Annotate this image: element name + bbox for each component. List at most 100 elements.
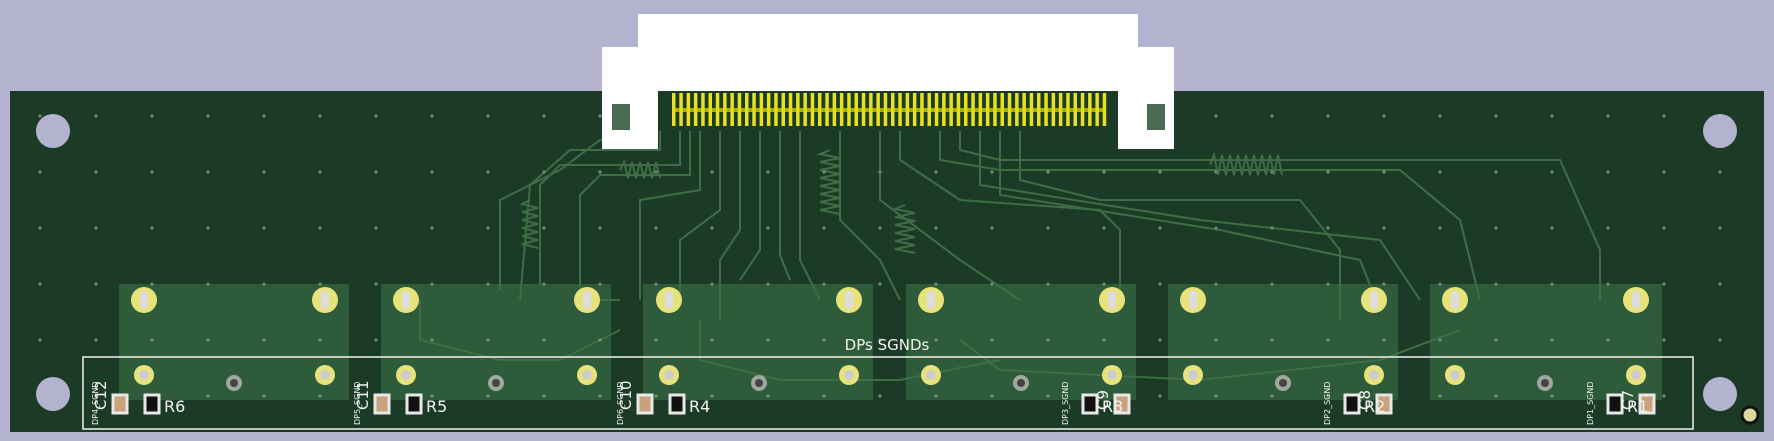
via bbox=[38, 170, 42, 174]
via bbox=[1046, 170, 1050, 174]
via bbox=[318, 282, 322, 286]
via bbox=[38, 114, 42, 118]
capacitor-label: C9 bbox=[1094, 390, 1112, 410]
via bbox=[1158, 394, 1162, 398]
net-label: DP5_SGND bbox=[353, 382, 362, 426]
via bbox=[1550, 170, 1554, 174]
via bbox=[318, 394, 322, 398]
via bbox=[1662, 226, 1666, 230]
via bbox=[1438, 114, 1442, 118]
via bbox=[150, 114, 154, 118]
via bbox=[430, 394, 434, 398]
via bbox=[1158, 338, 1162, 342]
net-label: DP6_SGND bbox=[616, 382, 625, 426]
via bbox=[374, 338, 378, 342]
via bbox=[1438, 226, 1442, 230]
via bbox=[1550, 114, 1554, 118]
ffc-connector bbox=[602, 14, 1174, 149]
via bbox=[94, 282, 98, 286]
via bbox=[1046, 338, 1050, 342]
pad-hole bbox=[927, 291, 935, 309]
via bbox=[598, 170, 602, 174]
via bbox=[990, 394, 994, 398]
via bbox=[710, 338, 714, 342]
via bbox=[1662, 394, 1666, 398]
via bbox=[878, 226, 882, 230]
resistor-label: R1 bbox=[1627, 397, 1648, 416]
via bbox=[318, 226, 322, 230]
via bbox=[1494, 338, 1498, 342]
via bbox=[1382, 338, 1386, 342]
resistor bbox=[1606, 393, 1624, 415]
via bbox=[654, 282, 658, 286]
via bbox=[94, 226, 98, 230]
silkscreen-group-outline bbox=[82, 356, 1694, 430]
pad-hole bbox=[844, 370, 854, 380]
via bbox=[94, 114, 98, 118]
via bbox=[1550, 282, 1554, 286]
via bbox=[150, 282, 154, 286]
via bbox=[542, 114, 546, 118]
via bbox=[430, 338, 434, 342]
via bbox=[654, 338, 658, 342]
via bbox=[1662, 338, 1666, 342]
via-hole bbox=[1017, 379, 1025, 387]
via bbox=[934, 394, 938, 398]
group-label: DPs SGNDs bbox=[845, 336, 930, 354]
via bbox=[878, 170, 882, 174]
resistor-label: R2 bbox=[1364, 397, 1385, 416]
via bbox=[206, 394, 210, 398]
via bbox=[598, 338, 602, 342]
capacitor bbox=[111, 393, 129, 415]
resistor-label: R4 bbox=[689, 397, 710, 416]
via bbox=[1494, 114, 1498, 118]
via bbox=[318, 338, 322, 342]
via bbox=[1102, 170, 1106, 174]
via bbox=[990, 338, 994, 342]
via bbox=[1046, 394, 1050, 398]
via bbox=[766, 338, 770, 342]
via bbox=[1270, 338, 1274, 342]
via bbox=[430, 282, 434, 286]
via bbox=[206, 282, 210, 286]
fiducial-marker bbox=[1740, 405, 1760, 425]
capacitor bbox=[373, 393, 391, 415]
via bbox=[318, 170, 322, 174]
via bbox=[1382, 282, 1386, 286]
via bbox=[598, 394, 602, 398]
pad-hole bbox=[845, 291, 853, 309]
via bbox=[1326, 114, 1330, 118]
via bbox=[1662, 114, 1666, 118]
via bbox=[1718, 282, 1722, 286]
via bbox=[1214, 394, 1218, 398]
via bbox=[1270, 114, 1274, 118]
connector-latch-left bbox=[610, 102, 632, 132]
capacitor-label: C7 bbox=[1619, 390, 1637, 410]
via bbox=[1102, 226, 1106, 230]
via bbox=[654, 394, 658, 398]
pad-hole bbox=[1632, 291, 1640, 309]
via bbox=[374, 282, 378, 286]
via bbox=[822, 394, 826, 398]
resistor bbox=[1081, 393, 1099, 415]
via bbox=[1214, 338, 1218, 342]
capacitor bbox=[1375, 393, 1393, 415]
via bbox=[206, 338, 210, 342]
via bbox=[766, 394, 770, 398]
via bbox=[1606, 338, 1610, 342]
via bbox=[1270, 282, 1274, 286]
via bbox=[150, 338, 154, 342]
pad-hole bbox=[402, 291, 410, 309]
via bbox=[1718, 170, 1722, 174]
pad-hole bbox=[139, 370, 149, 380]
pad-hole bbox=[583, 291, 591, 309]
via bbox=[1550, 338, 1554, 342]
capacitor-label: C11 bbox=[354, 380, 372, 410]
via bbox=[1214, 226, 1218, 230]
via bbox=[1494, 394, 1498, 398]
via bbox=[1102, 282, 1106, 286]
via bbox=[822, 282, 826, 286]
